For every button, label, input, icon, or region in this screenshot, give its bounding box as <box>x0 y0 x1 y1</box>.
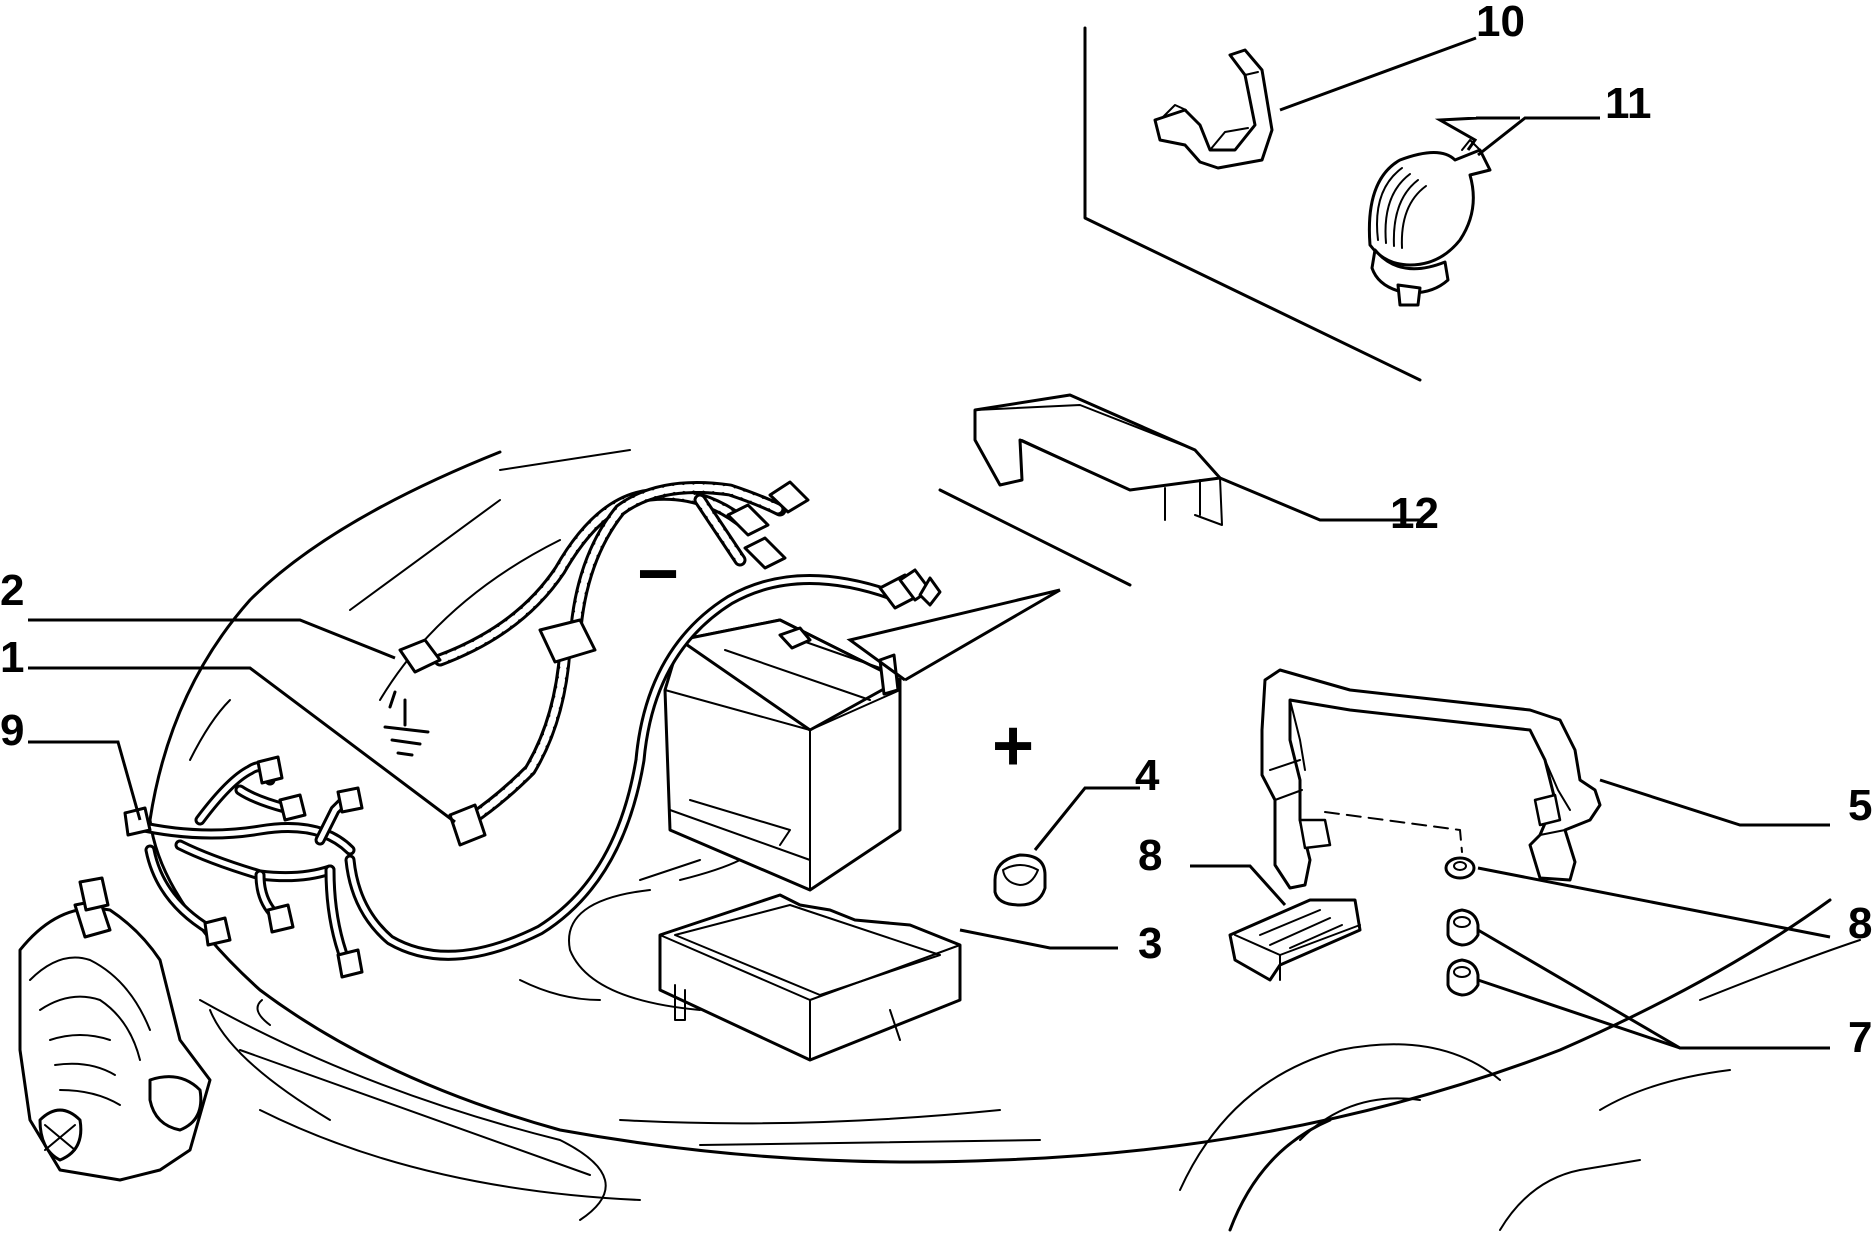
part-4-nut <box>993 853 1047 907</box>
part-8-washer <box>1444 856 1476 880</box>
detail-frame-lines <box>938 26 1422 587</box>
part-11-grommet <box>1367 139 1492 307</box>
battery <box>663 618 902 892</box>
callout-10: 10 <box>1476 0 1525 46</box>
callout-12: 12 <box>1390 489 1439 538</box>
callout-3: 3 <box>1138 919 1162 968</box>
callout-5: 5 <box>1848 781 1872 830</box>
callout-8-washer: 8 <box>1848 899 1872 948</box>
car-body-outline <box>148 449 1861 1232</box>
assembly-dashed-line <box>1324 811 1463 853</box>
positive-cable <box>344 568 942 961</box>
callout-9: 9 <box>0 706 24 755</box>
positive-sign: + <box>992 706 1034 786</box>
part-7-nut-upper <box>1446 908 1480 947</box>
callout-2: 2 <box>0 566 24 615</box>
part-10-bracket <box>1153 48 1274 170</box>
part-12-battery-cover <box>973 393 1223 526</box>
callout-labels: 10 11 12 2 1 9 4 8 5 8 3 7 <box>0 0 1872 1062</box>
leader-lines <box>28 36 1831 1050</box>
part-5-hold-down-bracket <box>1260 668 1602 890</box>
negative-sign: − <box>637 534 679 614</box>
negative-cable-harness <box>398 480 810 847</box>
part-8-clamp <box>1228 898 1362 982</box>
callout-1: 1 <box>0 633 24 682</box>
alternator <box>18 876 212 1182</box>
callout-11: 11 <box>1605 79 1652 128</box>
part-9-engine-harness <box>123 755 364 979</box>
part-7-nut-lower <box>1446 958 1480 997</box>
callout-8-clamp: 8 <box>1138 831 1162 880</box>
ground-symbol <box>383 690 430 757</box>
callout-7: 7 <box>1848 1013 1872 1062</box>
part-3-battery-tray <box>658 893 962 1062</box>
callout-4: 4 <box>1135 751 1160 800</box>
